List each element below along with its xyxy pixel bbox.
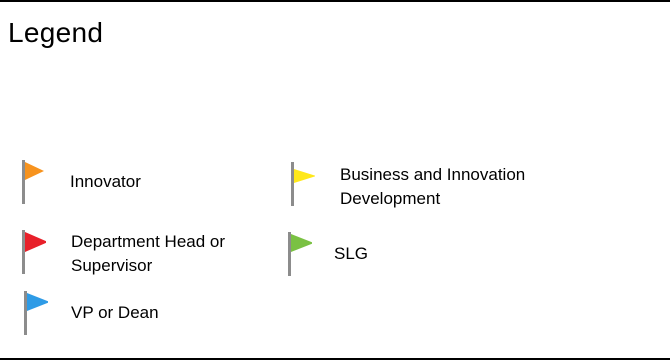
legend-item-department-head-or-supervisor: Department Head or Supervisor [22,230,272,280]
legend-label: Department Head or Supervisor [71,232,226,275]
flag-pole [22,160,25,204]
flag-pole [288,232,291,276]
legend-title: Legend [8,17,104,48]
flag-icon [22,160,44,204]
legend-item-slg: SLG [288,232,428,276]
legend-item-business-and-innovation-development: Business and Innovation Development [291,162,591,214]
legend-label: Business and Innovation Development [340,165,526,208]
flag-pennant [291,234,312,252]
legend-label: SLG [334,244,369,263]
flag-pole [22,230,25,274]
flag-icon [24,291,48,335]
flag-pole [291,162,294,206]
flag-pennant [25,162,44,180]
flag-icon [288,232,312,276]
flag-icon [291,162,315,206]
legend-label: Innovator [70,172,141,191]
flag-pennant [294,169,315,183]
legend-item-vp-or-dean: VP or Dean [24,291,204,335]
legend-item-innovator: Innovator [22,160,262,208]
flag-pennant [27,293,48,311]
flag-pole [24,291,27,335]
flag-icon [22,230,46,274]
flag-pennant [25,232,46,252]
legend-label: VP or Dean [71,303,159,322]
